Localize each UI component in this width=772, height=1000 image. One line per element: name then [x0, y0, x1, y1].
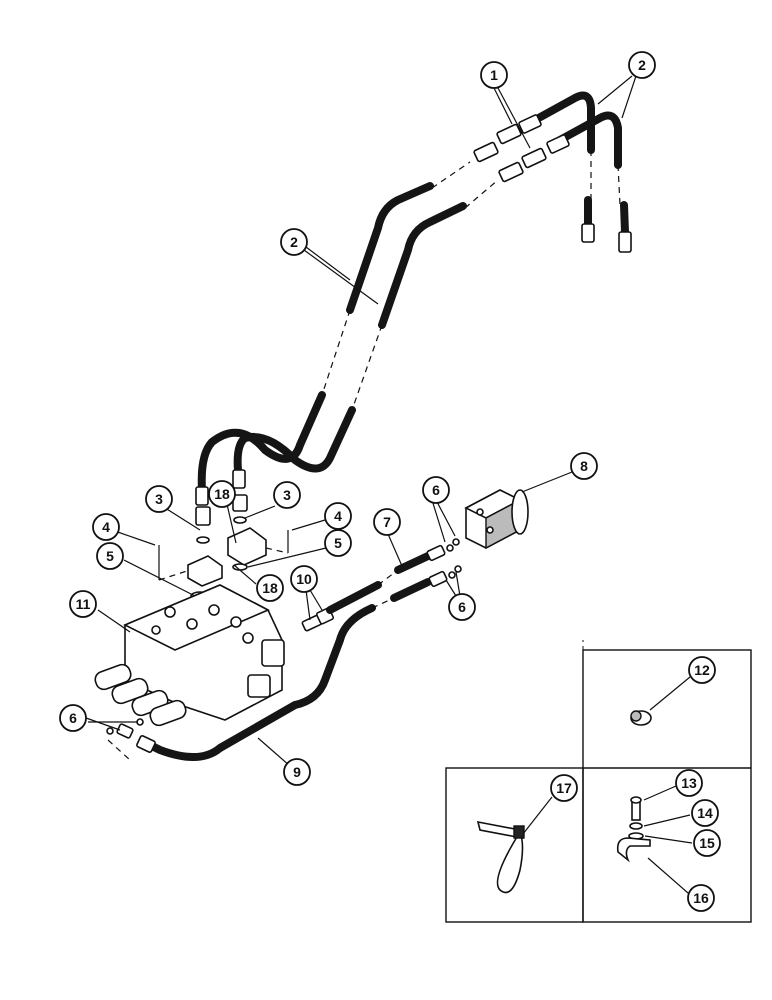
callout-6-left: 6 — [59, 704, 87, 732]
svg-text:8: 8 — [580, 458, 588, 474]
svg-text:11: 11 — [76, 596, 91, 612]
callout-18-upper: 18 — [208, 480, 236, 508]
callout-6-upper: 6 — [422, 476, 450, 504]
svg-text:2: 2 — [638, 57, 646, 73]
svg-text:15: 15 — [699, 835, 715, 851]
callout-7: 7 — [373, 508, 401, 536]
control-valve-block — [94, 584, 285, 727]
svg-text:18: 18 — [262, 580, 278, 596]
callout-18-lower: 18 — [256, 574, 284, 602]
svg-text:2: 2 — [290, 234, 298, 250]
callout-2-top: 2 — [628, 51, 656, 79]
callout-1: 1 — [480, 61, 508, 89]
callout-11: 11 — [69, 590, 97, 618]
motor-supply-hoses — [371, 538, 462, 609]
callout-4-right: 4 — [324, 502, 352, 530]
leader-lines — [85, 75, 693, 894]
svg-text:18: 18 — [214, 486, 230, 502]
long-hose-pair — [195, 182, 467, 506]
callout-15: 15 — [693, 829, 721, 857]
clamp-assembly — [616, 796, 651, 863]
callout-5-left: 5 — [96, 542, 124, 570]
callout-3-right: 3 — [273, 481, 301, 509]
callout-10: 10 — [290, 565, 318, 593]
svg-text:3: 3 — [155, 491, 163, 507]
callout-5-right: 5 — [324, 529, 352, 557]
callout-14: 14 — [691, 799, 719, 827]
svg-text:16: 16 — [693, 890, 709, 906]
svg-text:5: 5 — [106, 548, 114, 564]
svg-text:6: 6 — [432, 482, 440, 498]
cap-part — [630, 710, 652, 726]
hydraulic-motor — [464, 489, 529, 550]
upper-hose-pair — [531, 91, 632, 253]
callout-3-left: 3 — [145, 485, 173, 513]
callout-6-lower: 6 — [448, 593, 476, 621]
svg-text:10: 10 — [296, 571, 312, 587]
svg-text:14: 14 — [697, 805, 713, 821]
callout-16: 16 — [687, 884, 715, 912]
callout-9: 9 — [283, 758, 311, 786]
svg-text:4: 4 — [334, 508, 342, 524]
callout-8: 8 — [570, 452, 598, 480]
callout-17: 17 — [550, 774, 578, 802]
svg-text:6: 6 — [458, 599, 466, 615]
callout-4-left: 4 — [92, 513, 120, 541]
svg-text:6: 6 — [69, 710, 77, 726]
svg-text:9: 9 — [293, 764, 301, 780]
callout-13: 13 — [675, 769, 703, 797]
svg-text:3: 3 — [283, 487, 291, 503]
upper-couplers — [431, 114, 570, 209]
svg-text:1: 1 — [490, 67, 498, 83]
svg-text:5: 5 — [334, 535, 342, 551]
svg-text:17: 17 — [556, 780, 572, 796]
callout-2-middle: 2 — [280, 228, 308, 256]
svg-text:7: 7 — [383, 514, 391, 530]
svg-text:13: 13 — [681, 775, 697, 791]
svg-text:4: 4 — [102, 519, 110, 535]
svg-text:12: 12 — [694, 662, 710, 678]
cable-tie — [476, 820, 525, 894]
callout-12: 12 — [688, 656, 716, 684]
inset-panels — [445, 640, 752, 923]
